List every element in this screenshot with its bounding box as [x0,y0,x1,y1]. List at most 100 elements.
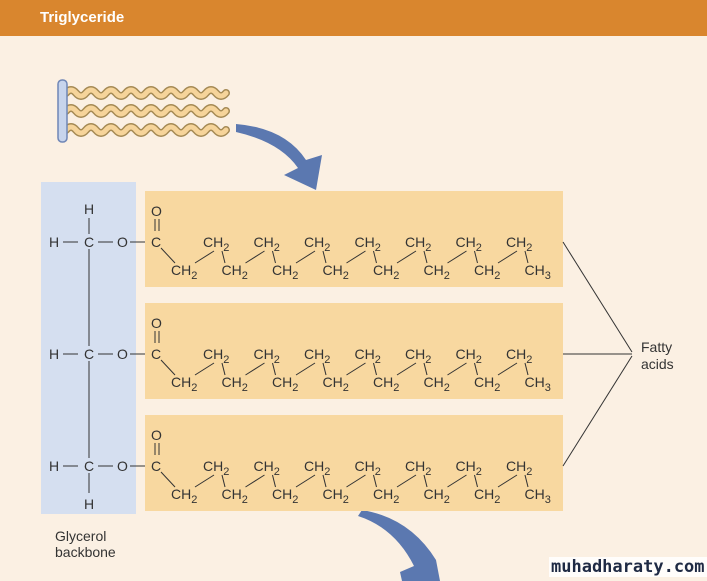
atom-o: O [151,315,162,331]
bond-line [497,362,518,376]
atom-ch: CH2 [254,234,280,254]
bond-line [396,362,417,376]
fatty-acids-bracket [562,241,633,467]
schematic-head [57,79,68,143]
atom-ch: CH2 [474,486,500,506]
bond-line [194,474,215,488]
fatty-acid-box [145,191,563,287]
triglyceride-schematic-icon [57,79,230,143]
bond-line [346,250,366,264]
bond-line [396,474,417,488]
atom-ch: CH2 [254,346,280,366]
atom-h: H [84,496,94,512]
glycerol-backbone-label: Glycerol backbone [55,528,116,560]
bond-line [346,362,366,376]
atom-o: O [117,234,128,250]
arrow-down-icon [358,510,440,581]
bond-line [194,250,215,264]
bond-line [194,362,215,376]
atom-ch: CH2 [424,374,450,394]
atom-ch: CH2 [323,486,349,506]
fatty-acids-label: Fatty acids [641,339,674,373]
header-bar: Triglyceride [0,0,707,36]
atom-ch: CH2 [405,346,431,366]
bond-line [221,362,226,376]
bond-line [295,362,316,376]
bond-line [322,250,327,264]
bond-line [245,250,265,264]
atom-ch: CH2 [506,346,532,366]
atom-ch: CH2 [506,234,532,254]
atom-ch: CH2 [323,262,349,282]
bond-line [447,474,467,488]
atom-ch: CH3 [525,374,551,394]
bond-line [524,250,529,264]
bond-line [221,474,226,488]
atom-ch: CH2 [272,262,298,282]
atom-c: C [151,346,161,362]
atom-ch: CH2 [474,262,500,282]
atom-ch: CH2 [203,346,229,366]
bond-line [322,474,327,488]
bond-line [295,250,316,264]
schematic-tail [63,124,229,136]
atom-ch: CH2 [254,458,280,478]
bond-line [245,362,265,376]
atom-ch: CH2 [355,458,381,478]
bond-line [272,474,276,488]
atom-ch: CH2 [456,346,482,366]
bond-line [373,474,377,488]
atom-o: O [117,458,128,474]
bond-line [423,474,428,488]
atom-ch: CH2 [304,234,330,254]
atom-ch: CH2 [405,234,431,254]
atom-ch: CH2 [272,374,298,394]
atom-ch: CH2 [355,234,381,254]
atom-ch: CH3 [525,486,551,506]
bond-line [221,250,226,264]
bond-line [396,250,417,264]
glycerol-box [41,182,136,514]
schematic-tail [63,105,229,117]
bond-line [423,362,428,376]
atom-ch: CH2 [323,374,349,394]
atom-ch: CH2 [171,486,197,506]
atom-c: C [84,458,94,474]
atom-ch: CH2 [456,458,482,478]
glycerol-label-line1: Glycerol [55,528,107,544]
fatty-acid-chains: OCCH2CH2CH2CH2CH2CH2CH2CH2CH2CH2CH2CH2CH… [145,191,563,511]
atom-ch: CH2 [304,458,330,478]
atom-ch: CH2 [171,262,197,282]
bond-line [160,247,176,264]
atom-ch: CH2 [203,234,229,254]
page-title: Triglyceride [40,9,125,26]
atom-ch: CH2 [373,486,399,506]
atom-c: C [84,346,94,362]
atom-c: C [84,234,94,250]
atom-ch: CH2 [222,486,248,506]
atom-ch: CH2 [424,486,450,506]
atom-ch: CH2 [373,262,399,282]
atom-ch: CH2 [456,234,482,254]
bond-line [160,471,176,488]
arrows-group [236,124,440,581]
fatty-label-line2: acids [641,356,674,372]
bond-line [346,474,366,488]
bond-line [497,250,518,264]
bond-line [497,474,518,488]
atom-ch: CH2 [304,346,330,366]
atom-ch: CH2 [355,346,381,366]
atom-o: O [117,346,128,362]
atom-ch: CH2 [373,374,399,394]
atom-c: C [151,458,161,474]
fatty-acid-box [145,415,563,511]
atom-h: H [49,234,59,250]
atom-ch: CH2 [222,374,248,394]
atom-c: C [151,234,161,250]
atom-ch: CH2 [272,486,298,506]
bond-line [447,362,467,376]
bond-line [272,250,276,264]
atom-h: H [84,201,94,217]
bond-line [524,362,529,376]
